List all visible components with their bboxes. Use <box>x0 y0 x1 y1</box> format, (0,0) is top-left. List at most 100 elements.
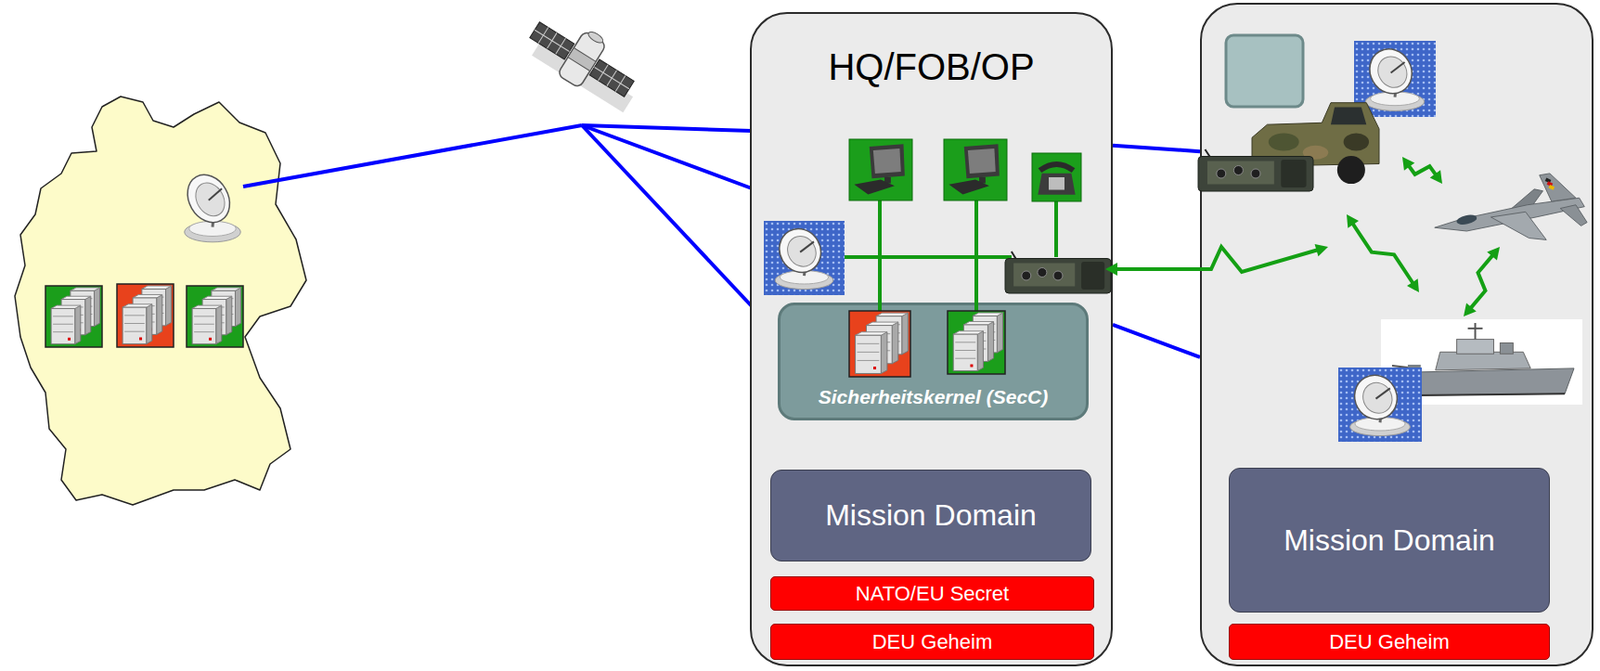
jet-fin-marking <box>1548 184 1555 191</box>
domain-label: Mission Domain <box>1283 523 1496 558</box>
radio-link <box>1113 246 1320 272</box>
server-top <box>855 332 888 336</box>
security-kernel-box: Sicherheitskernel (SecC) <box>777 302 1089 421</box>
server-top <box>953 331 983 335</box>
server-background <box>116 283 174 348</box>
server-icon <box>849 310 911 377</box>
server-side <box>146 304 153 345</box>
domain-label: Mission Domain <box>825 498 1037 533</box>
server-slot <box>857 360 880 362</box>
server-icon <box>947 310 1006 375</box>
domain-box: Mission Domain <box>770 469 1092 562</box>
classification-bar: DEU Geheim <box>770 623 1095 660</box>
server-slot <box>857 351 880 353</box>
radio-link <box>1351 221 1415 286</box>
camouflage-patch <box>1268 133 1300 152</box>
camouflage-patch <box>1343 133 1369 152</box>
radio-antenna <box>1011 251 1017 259</box>
server-side <box>75 305 81 345</box>
radio-panel <box>1207 161 1275 185</box>
server-front <box>192 308 217 344</box>
jet-tail-fin <box>1539 173 1576 202</box>
arrow-head <box>1486 246 1500 260</box>
terminal-icon <box>943 139 1007 201</box>
satellite-body <box>556 30 607 89</box>
telephone-keypad <box>1048 177 1065 191</box>
vehicle-wheel <box>1337 155 1366 184</box>
arrow-head <box>1463 303 1477 317</box>
classification-label: DEU Geheim <box>872 630 994 654</box>
network-wire <box>842 255 1012 259</box>
server-front <box>855 335 882 374</box>
server-side <box>996 312 1003 353</box>
monitor-bezel <box>869 143 905 179</box>
radio-icon <box>1198 149 1314 192</box>
server-slot <box>954 341 976 343</box>
site-title: HQ/FOB/OP <box>827 45 1034 89</box>
server-side <box>165 285 171 326</box>
server-icon <box>45 285 103 348</box>
solar-panel-grid <box>534 29 569 52</box>
server-slot <box>124 331 145 333</box>
ship-bridge <box>1457 339 1495 355</box>
radio-antenna <box>1204 149 1210 157</box>
server-side <box>891 322 899 364</box>
server-slot <box>193 315 215 317</box>
server-led <box>208 337 212 341</box>
dish-reflector <box>1361 40 1420 102</box>
terminal-icon <box>849 139 913 201</box>
dish-background <box>1338 367 1422 442</box>
server-slot <box>954 358 976 360</box>
telephone-background <box>1032 153 1082 202</box>
dish-reflector <box>1346 367 1406 427</box>
jet-tailplane <box>1560 205 1588 227</box>
status-square <box>1225 35 1304 107</box>
satellite-band <box>567 47 596 71</box>
dish-inner <box>1357 377 1398 419</box>
ship-mast <box>1474 322 1477 340</box>
radio-knob <box>1233 166 1243 176</box>
keyboard <box>948 180 990 195</box>
ship-yard <box>1468 327 1484 330</box>
radio-knob <box>1251 168 1261 179</box>
radio-knob <box>1216 168 1226 179</box>
radio-knob <box>1021 270 1032 281</box>
link-line <box>1112 145 1200 152</box>
dish-inner <box>190 177 232 221</box>
arrow-head <box>1346 214 1359 229</box>
radio-panel <box>1013 263 1075 287</box>
server-side <box>977 331 983 372</box>
network-wire <box>1054 199 1059 258</box>
radio-link <box>1406 163 1437 177</box>
jet-icon <box>1434 173 1588 241</box>
server-side <box>216 305 222 345</box>
dish-feed <box>1391 62 1406 73</box>
solar-panel <box>529 22 575 60</box>
dish-feed <box>208 188 222 201</box>
server-slot <box>857 343 880 345</box>
radio-link <box>1469 253 1495 310</box>
radio-handset <box>1081 261 1105 290</box>
monitor-bezel <box>964 143 1000 179</box>
satellite-link <box>243 125 582 187</box>
satellite-icon <box>520 4 651 116</box>
server-side <box>234 287 241 327</box>
ship-superstructure <box>1435 351 1532 371</box>
arrow-head <box>1406 278 1420 293</box>
server-slot <box>52 331 74 333</box>
server-top <box>141 285 172 289</box>
server-led <box>969 364 973 368</box>
server-background <box>186 285 244 348</box>
monitor-screen <box>967 148 996 174</box>
server-top <box>865 322 898 326</box>
keyboard <box>853 180 895 195</box>
site-panel: HQ/FOB/OP Sicherheitskernel (SecC) Mission… <box>749 12 1113 667</box>
server-slot <box>124 322 145 324</box>
server-background <box>849 310 911 377</box>
classification-bar: DEU Geheim <box>1228 623 1550 660</box>
site-panel: Mission DomainDEU Geheim <box>1200 2 1594 667</box>
server-slot <box>124 314 145 316</box>
ship-waterline <box>1401 393 1565 396</box>
server-background <box>947 310 1006 375</box>
ship-funnel <box>1499 343 1513 355</box>
